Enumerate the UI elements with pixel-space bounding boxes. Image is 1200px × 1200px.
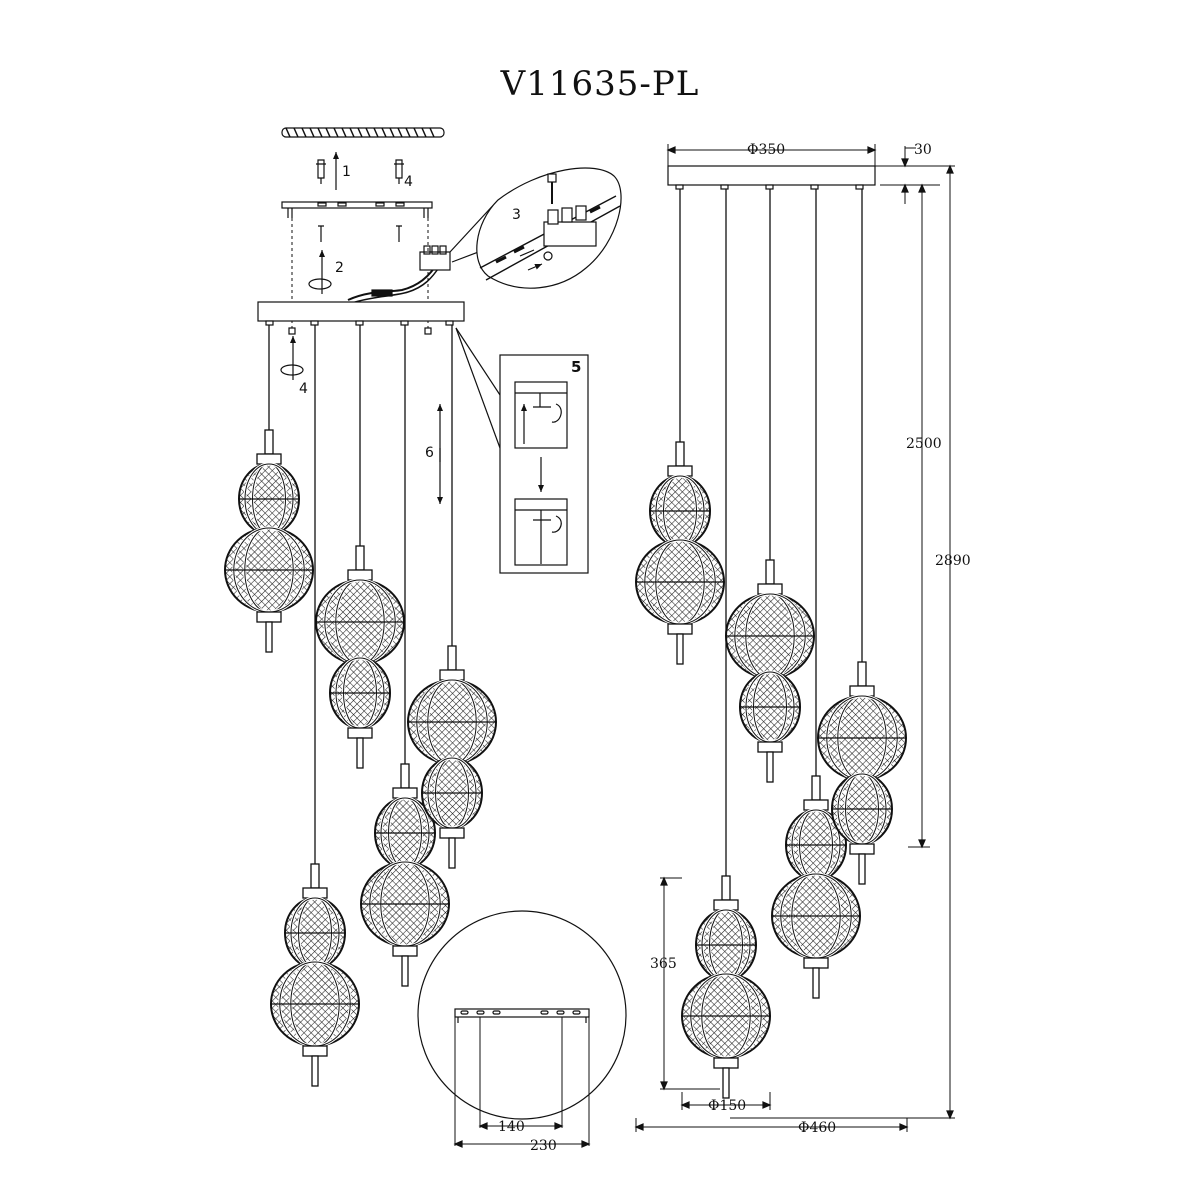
pendant-left-3: [315, 325, 405, 769]
step-3-label: 3: [512, 207, 521, 223]
canopy-height-label: 30: [914, 142, 932, 158]
total-height-label: 2890: [935, 553, 971, 569]
bracket-detail-circle: [417, 910, 627, 1120]
bracket-hole-spacing-label: 140: [498, 1119, 525, 1135]
detail-3-callout: [476, 167, 622, 289]
pendant-right-5: [817, 189, 907, 885]
installation-diagram: [257, 127, 627, 1148]
step-1-label: 1: [342, 164, 351, 180]
wall-anchor-icons: [316, 159, 404, 184]
ceiling-plate: [281, 127, 445, 138]
step-4-label: 4: [299, 381, 308, 397]
cable-length-label: 2500: [906, 436, 942, 452]
canopy-fittings: [265, 320, 454, 335]
detail-5-box: [499, 354, 589, 574]
canopy: [257, 301, 465, 322]
pendant-height-label: 365: [650, 956, 677, 972]
bracket-length-label: 230: [530, 1138, 557, 1154]
mounting-bracket: [281, 201, 433, 218]
pendant-right-3: [725, 189, 815, 783]
pendant-left-5: [407, 325, 497, 869]
step-5-label: 5: [571, 358, 581, 376]
overall-diameter-label: Φ460: [798, 1120, 836, 1136]
dimension-diagram: [634, 144, 955, 1132]
step-6-label: 6: [425, 445, 434, 461]
canopy-diameter-label: Φ350: [747, 142, 785, 158]
screw-icons: [318, 225, 402, 242]
pendant-left-2: [270, 325, 360, 1087]
canopy-right: [667, 165, 876, 186]
pendant-diameter-label: Φ150: [708, 1098, 746, 1114]
pendant-left-1: [224, 325, 314, 653]
canopy-right-fittings: [675, 184, 864, 190]
step-4-top-label: 4: [404, 174, 413, 190]
step-2-label: 2: [335, 260, 344, 276]
pendant-left-4: [360, 325, 450, 987]
model-title: V11635-PL: [500, 64, 700, 104]
pendant-right-4: [771, 189, 861, 999]
pendant-groups: [224, 189, 907, 1099]
pendant-right-1: [635, 189, 725, 665]
terminal-block-icon: [419, 245, 451, 271]
pendant-right-2: [681, 189, 771, 1099]
